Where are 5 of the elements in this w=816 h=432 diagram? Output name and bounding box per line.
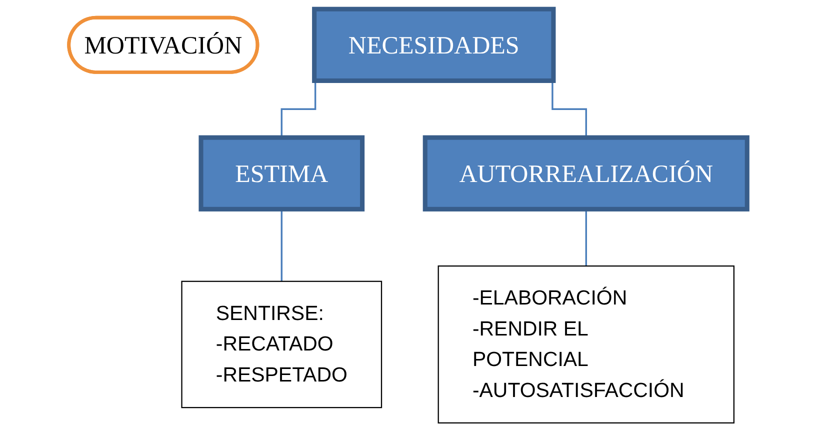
node-box: NECESIDADES (312, 6, 556, 83)
node-box: SENTIRSE: -RECATADO -RESPETADO (181, 280, 382, 408)
node-box: -ELABORACIÓN -RENDIR EL POTENCIAL -AUTOSATISFACCIÓN (438, 265, 734, 424)
node-box: ESTIMA (198, 135, 365, 212)
node-box: AUTORREALIZACIÓN (422, 135, 750, 212)
